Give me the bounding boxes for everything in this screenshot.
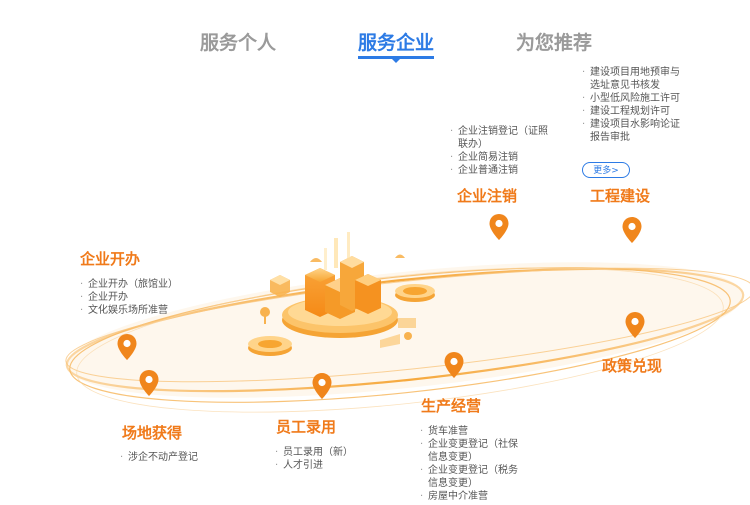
list-item[interactable]: 文化娱乐场所准营 <box>80 304 180 317</box>
city-illustration <box>248 232 435 356</box>
deregistration-items-list: 企业注销登记（证照联办） 企业简易注销 企业普通注销 <box>450 125 550 177</box>
list-item[interactable]: 建设项目用地预审与选址意见书核发 <box>582 66 682 92</box>
section-title-production[interactable]: 生产经营 <box>421 397 482 415</box>
list-item[interactable]: 企业简易注销 <box>450 151 550 164</box>
section-title-policy-redemption[interactable]: 政策兑现 <box>602 357 663 375</box>
site-acquisition-items-list: 涉企不动产登记 <box>120 451 240 464</box>
location-pin-icon[interactable] <box>488 213 510 241</box>
more-button[interactable]: 更多> <box>582 162 630 178</box>
location-pin-icon[interactable] <box>116 333 138 361</box>
list-item[interactable]: 企业开办 <box>80 291 180 304</box>
company-setup-items-list: 企业开办（旅馆业） 企业开办 文化娱乐场所准营 <box>80 278 180 317</box>
location-pin-icon[interactable] <box>138 369 160 397</box>
location-pin-icon[interactable] <box>624 311 646 339</box>
engineering-items-list: 建设项目用地预审与选址意见书核发 小型低风险施工许可 建设工程规划许可 建设项目… <box>582 66 682 144</box>
location-pin-icon[interactable] <box>311 372 333 400</box>
production-items-list: 货车准营 企业变更登记（社保信息变更） 企业变更登记（税务信息变更） 房屋中介准… <box>420 425 520 503</box>
section-title-engineering[interactable]: 工程建设 <box>590 187 651 205</box>
list-item[interactable]: 建设工程规划许可 <box>582 105 682 118</box>
list-item[interactable]: 货车准营 <box>420 425 520 438</box>
active-tab-caret <box>391 58 401 63</box>
section-title-employee-hiring[interactable]: 员工录用 <box>276 418 337 436</box>
section-title-site-acquisition[interactable]: 场地获得 <box>122 424 183 442</box>
tab-label: 为您推荐 <box>516 32 593 54</box>
tab-personal-services[interactable]: 服务个人 <box>200 28 276 55</box>
list-item[interactable]: 涉企不动产登记 <box>120 451 240 464</box>
list-item[interactable]: 企业开办（旅馆业） <box>80 278 180 291</box>
list-item[interactable]: 企业注销登记（证照联办） <box>450 125 550 151</box>
tab-enterprise-services[interactable]: 服务企业 <box>358 28 435 63</box>
tab-label: 服务个人 <box>200 32 277 54</box>
list-item[interactable]: 企业变更登记（税务信息变更） <box>420 464 520 490</box>
list-item[interactable]: 小型低风险施工许可 <box>582 92 682 105</box>
employee-hiring-items-list: 员工录用（新） 人才引进 <box>275 446 385 472</box>
list-item[interactable]: 企业变更登记（社保信息变更） <box>420 438 520 464</box>
location-pin-icon[interactable] <box>443 351 465 379</box>
list-item[interactable]: 房屋中介准营 <box>420 490 520 503</box>
active-tab-underline <box>358 56 435 59</box>
list-item[interactable]: 人才引进 <box>275 459 385 472</box>
tab-recommended[interactable]: 为您推荐 <box>516 28 592 55</box>
list-item[interactable]: 企业普通注销 <box>450 164 550 177</box>
section-title-deregistration[interactable]: 企业注销 <box>457 187 518 205</box>
section-title-company-setup[interactable]: 企业开办 <box>80 250 141 268</box>
list-item[interactable]: 员工录用（新） <box>275 446 385 459</box>
list-item[interactable]: 建设项目水影响论证报告审批 <box>582 118 682 144</box>
tab-label: 服务企业 <box>358 32 435 54</box>
location-pin-icon[interactable] <box>621 216 643 244</box>
service-tabs: 服务个人 服务企业 为您推荐 <box>0 28 750 68</box>
